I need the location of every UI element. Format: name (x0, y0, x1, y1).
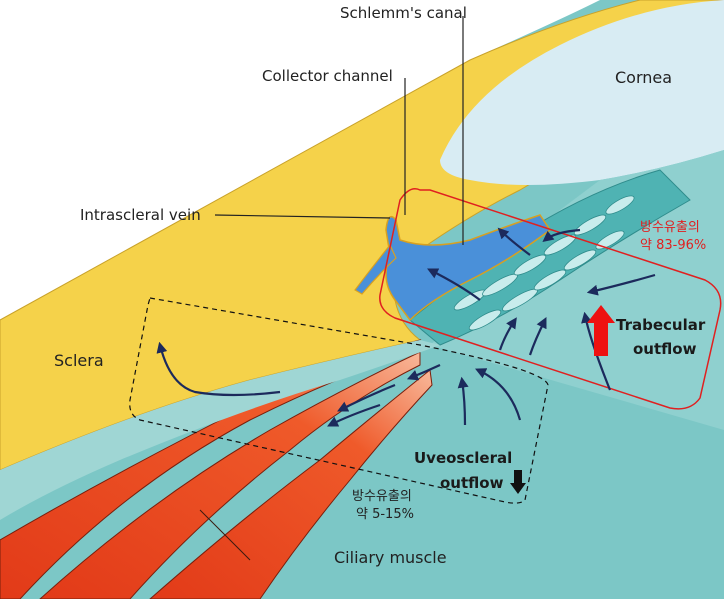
annotation-trabecular-pct-2: 약 83-96% (640, 238, 706, 253)
label-schlemms-canal: Schlemm's canal (340, 4, 467, 22)
black-down-arrow-icon (510, 470, 526, 494)
annotation-uveoscleral-pct-2: 약 5-15% (356, 507, 414, 522)
label-intrascleral-vein: Intrascleral vein (80, 206, 201, 224)
red-up-arrow-icon (587, 305, 615, 356)
label-sclera: Sclera (54, 351, 104, 370)
intrascleral-vein (354, 243, 397, 295)
schlemms-canal (385, 214, 552, 322)
label-collector-channel: Collector channel (262, 67, 393, 85)
outside-white (0, 0, 600, 320)
trabecular-highlight-box (379, 188, 722, 410)
meshwork-pores (453, 195, 635, 331)
ciliary-body-band (0, 340, 440, 520)
label-cornea: Cornea (615, 68, 672, 87)
cornea-region (440, 0, 724, 185)
label-ciliary-muscle: Ciliary muscle (334, 548, 447, 567)
flow-arrows (156, 227, 656, 427)
label-uveoscleral-line1: Uveoscleral (414, 449, 512, 467)
label-uveoscleral-line2: outflow (440, 474, 504, 492)
annotation-trabecular-pct-1: 방수유출의 (640, 220, 700, 235)
annotation-uveoscleral-pct-1: 방수유출의 (352, 489, 412, 504)
uveoscleral-highlight-box (129, 297, 549, 504)
label-trabecular-line2: outflow (633, 340, 697, 358)
label-trabecular-line1: Trabecular (616, 316, 706, 334)
leader-lines (214, 16, 464, 245)
